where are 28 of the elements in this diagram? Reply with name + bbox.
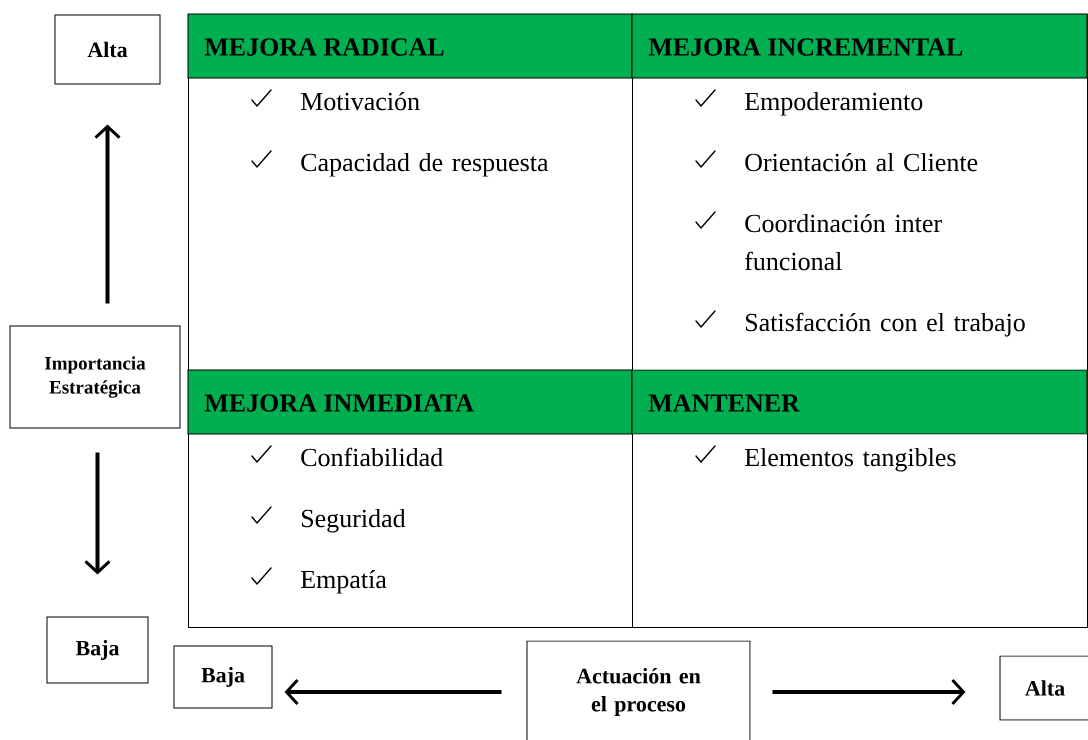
label-box: Alta — [54, 14, 161, 85]
header-band: MEJORA RADICAL — [187, 13, 633, 79]
arrow — [84, 452, 111, 575]
list-item: Empatía — [300, 569, 387, 594]
header-band: MEJORA INMEDIATA — [187, 369, 633, 435]
label-box: Alta — [999, 655, 1088, 721]
list-item: Satisfacción con el trabajo — [745, 312, 1025, 337]
label-box: Importancia Estratégica — [9, 325, 181, 429]
list-item: Empoderamiento — [744, 91, 923, 116]
list-item: Coordinación inter funcional — [745, 213, 942, 271]
quadrant-cell — [187, 369, 633, 628]
header-band: MEJORA INCREMENTAL — [631, 13, 1088, 79]
quadrant-cell — [631, 369, 1088, 628]
header-band: MANTENER — [631, 369, 1088, 435]
list-item: Seguridad — [301, 508, 406, 533]
label-box: Baja — [173, 645, 273, 709]
quadrant-cell — [631, 13, 1088, 371]
arrow — [772, 679, 966, 706]
list-item: Confiabilidad — [301, 447, 443, 467]
arrow — [94, 124, 121, 304]
label-box: Actuación en el proceso — [526, 640, 751, 740]
list-item: Elementos tangibles — [744, 447, 956, 472]
list-item: Orientación al Cliente — [745, 152, 978, 172]
arrow — [284, 679, 502, 706]
label-box: Baja — [46, 616, 149, 684]
list-item: Motivación — [300, 91, 420, 111]
quadrant-cell — [187, 13, 633, 371]
list-item: Capacidad de respuesta — [301, 152, 549, 177]
